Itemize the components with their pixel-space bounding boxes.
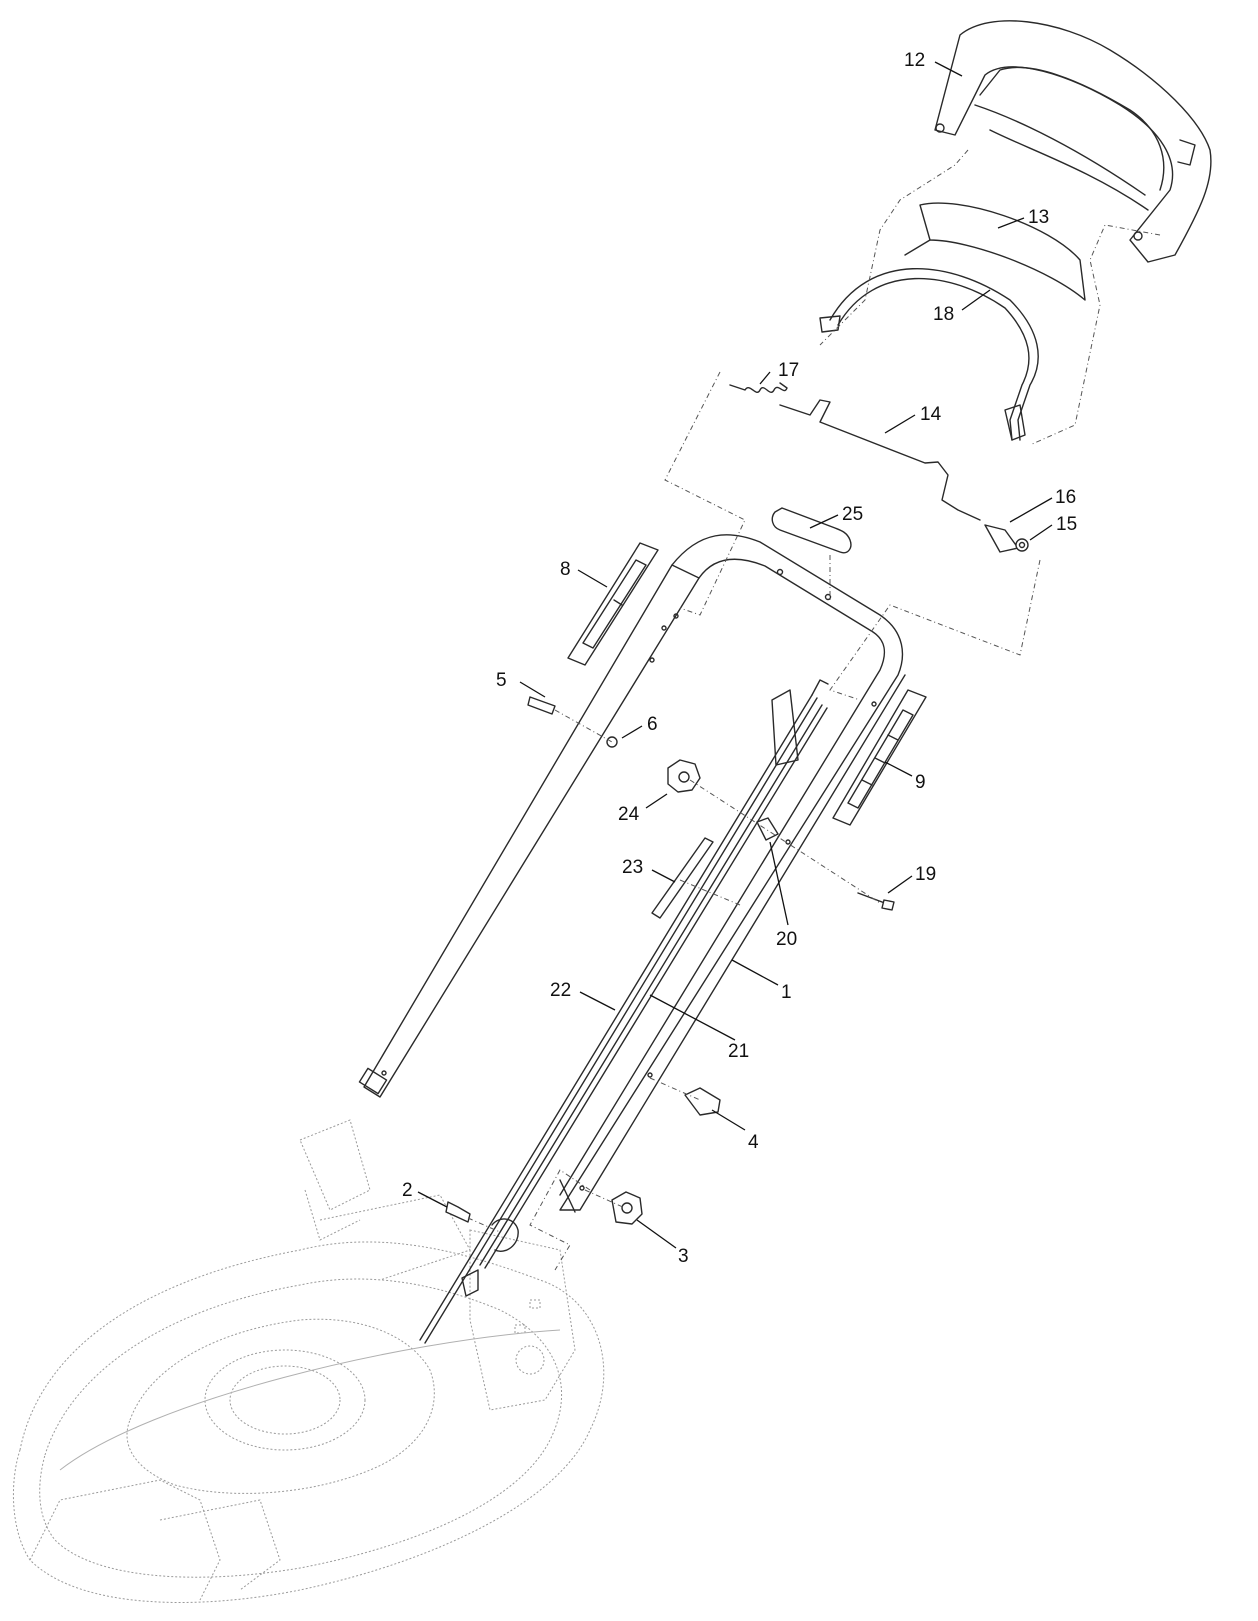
callout-19: 19	[915, 864, 936, 885]
callout-21: 21	[728, 1041, 749, 1062]
callout-9: 8	[560, 559, 571, 580]
callout-20: 20	[776, 929, 797, 950]
callout-22: 22	[550, 980, 571, 1001]
callout-6: 6	[647, 714, 658, 735]
part-18-bail	[819, 268, 1039, 441]
callout-25: 25	[842, 504, 863, 525]
part-17-spring	[729, 382, 788, 393]
callout-1: 1	[781, 982, 792, 1003]
callout-17: 17	[778, 360, 799, 381]
part-8-cable-guide-right	[832, 689, 927, 826]
callout-18: 18	[933, 304, 954, 325]
part-5-screw	[527, 696, 556, 715]
phantom-lines	[467, 149, 1161, 1271]
leader-lines	[417, 61, 1053, 1249]
callout-3: 3	[678, 1246, 689, 1267]
callout-8: 9	[915, 772, 926, 793]
lower-handle-left-tube	[358, 564, 700, 1098]
callout-numbers: 12 13 18 17 14 16 15 25 8 5 6 9 24 23 19…	[402, 50, 1077, 1267]
part-19-bolt	[857, 892, 895, 911]
callout-2: 2	[402, 1180, 413, 1201]
part-25-tube-sleeve	[771, 507, 852, 554]
part-24-knob	[667, 759, 701, 793]
part-3-knob	[611, 1191, 643, 1225]
callout-16: 16	[1055, 487, 1076, 508]
part-6-nut	[606, 736, 618, 748]
part-2-bolt	[445, 1201, 471, 1223]
callout-14: 14	[920, 404, 942, 425]
callout-4: 4	[748, 1132, 759, 1153]
part-12-handle-grip	[934, 20, 1212, 263]
part-4-fitting	[684, 1087, 721, 1116]
part-16-15-rod-end	[984, 524, 1029, 553]
callout-24: 24	[618, 804, 640, 825]
part-13-bail-cover	[904, 202, 1086, 301]
callout-12: 12	[904, 50, 925, 71]
mower-deck	[13, 1119, 605, 1603]
control-cables	[419, 679, 829, 1344]
part-20-cable-clip	[756, 817, 779, 841]
callout-15: 15	[1056, 514, 1077, 535]
callout-23: 23	[622, 857, 643, 878]
part-23-plate	[651, 837, 714, 919]
callout-5: 5	[496, 670, 507, 691]
callout-13: 13	[1028, 207, 1049, 228]
part-14-control-rod	[779, 399, 981, 521]
upper-handle-tube	[559, 534, 906, 1213]
part-9-cable-guide-left	[567, 542, 659, 666]
